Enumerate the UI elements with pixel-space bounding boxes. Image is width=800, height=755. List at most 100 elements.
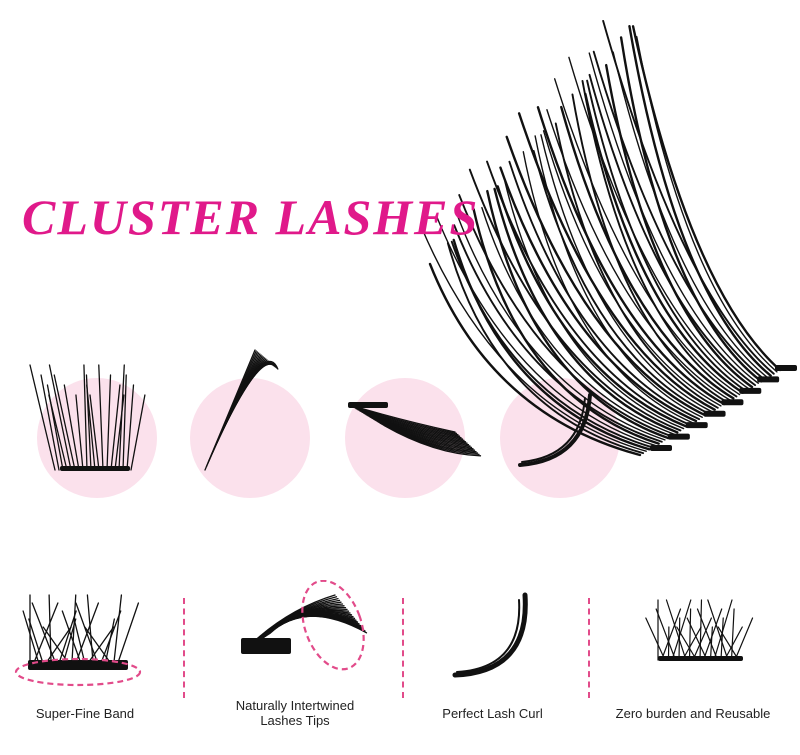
lash-strand xyxy=(71,594,77,663)
lash-strand xyxy=(720,617,724,661)
lash-strand xyxy=(31,602,56,663)
lash-strand xyxy=(665,599,687,661)
feature-intertwined-tips: Naturally Intertwined Lashes Tips xyxy=(205,580,385,740)
lash-strand xyxy=(351,405,458,435)
lash-strand xyxy=(353,406,459,436)
lash-band-knot xyxy=(775,365,797,371)
hero-lash-strand xyxy=(486,160,691,426)
hero-lash-strand xyxy=(546,109,731,401)
hero-lash-strand xyxy=(435,215,657,447)
page-title: CLUSTER LASHES xyxy=(22,189,480,245)
hero-lash-strand xyxy=(457,215,666,441)
lash-strand xyxy=(83,364,88,471)
lash-strand xyxy=(53,374,76,471)
hero-lash-strand xyxy=(631,25,782,372)
lash-band-knot xyxy=(739,387,762,394)
hero-lash-strand xyxy=(508,160,701,421)
lash-strand xyxy=(110,384,121,471)
lash-strand xyxy=(671,599,692,661)
feature-label: Zero burden and Reusable xyxy=(615,706,771,721)
hero-lash-strand xyxy=(481,206,675,435)
lash-strand xyxy=(349,404,456,433)
hero-lash-strand xyxy=(504,181,685,430)
lash-band-knot xyxy=(685,422,708,429)
dashed-highlight-ellipse-icon xyxy=(14,657,142,687)
hero-lash-strand xyxy=(458,194,673,438)
lash-strand xyxy=(681,626,702,661)
lash-strand xyxy=(75,394,84,471)
lash-strand xyxy=(723,626,743,661)
hero-lash-strand xyxy=(536,106,726,406)
hero-lash-strand xyxy=(522,151,694,424)
lash-strand xyxy=(688,608,692,661)
lash-strand xyxy=(73,618,86,663)
lash-band-knot xyxy=(757,376,780,383)
lash-band xyxy=(60,466,130,471)
lash-strand xyxy=(699,599,703,661)
lash-strand xyxy=(118,364,125,471)
lash-strand xyxy=(117,602,140,663)
lash-curl xyxy=(452,592,528,678)
lash-strand xyxy=(29,364,56,471)
lash-strand xyxy=(660,608,682,661)
hero-lash-strand xyxy=(499,166,698,423)
hero-lash-strand xyxy=(560,105,735,400)
lash-strand xyxy=(22,610,40,663)
hero-lash-strand xyxy=(612,51,769,379)
reusable-lash-icon xyxy=(645,599,754,661)
feature-super-fine-band: Super-Fine Band xyxy=(10,580,160,740)
lash-band-knot xyxy=(703,410,726,417)
lash-strand xyxy=(84,626,111,663)
hero-lash-strand xyxy=(420,225,647,452)
hero-lash-strand xyxy=(468,168,682,432)
hero-lash-strand xyxy=(628,24,772,377)
lash-curl xyxy=(456,599,521,673)
hero-lash-strand xyxy=(493,187,679,434)
lash-band xyxy=(28,660,128,670)
lash-band-knot xyxy=(650,445,672,451)
dashed-highlight-ellipse-icon xyxy=(301,580,365,671)
lash-strand xyxy=(86,594,94,663)
lash-strand xyxy=(63,384,80,471)
lash-strand xyxy=(269,615,368,634)
lash-strand xyxy=(707,599,729,661)
lash-strand xyxy=(702,608,723,661)
lash-strand xyxy=(130,394,146,471)
lash-strand xyxy=(48,364,72,471)
lash-strand xyxy=(75,602,100,663)
hero-lash-strand xyxy=(496,185,688,428)
hero-lash-strand xyxy=(619,36,763,383)
hero-lash-strand xyxy=(542,130,722,407)
lash-band-knot xyxy=(721,399,744,406)
lash-curl xyxy=(518,393,592,467)
lash-strand xyxy=(122,374,127,471)
hero-lash-strand xyxy=(428,262,642,457)
lash-strand xyxy=(696,608,719,661)
lash-strand xyxy=(734,617,754,661)
lash-strand xyxy=(717,626,740,661)
lash-strand xyxy=(33,602,59,663)
lash-band-knot xyxy=(667,433,690,440)
lash-strand xyxy=(61,610,82,663)
lash-strand xyxy=(104,618,115,663)
hero-lash-strand xyxy=(446,242,645,455)
lash-strand xyxy=(86,384,96,471)
divider xyxy=(402,598,404,698)
lash-strand xyxy=(42,626,69,663)
lash-curl-icon xyxy=(452,592,528,678)
lash-strand xyxy=(40,374,60,471)
lash-strand xyxy=(98,364,104,471)
hero-lash-strand xyxy=(540,134,713,413)
hero-lash-strand xyxy=(505,135,707,417)
hero-lash-strand xyxy=(581,79,738,398)
lash-strand xyxy=(676,626,698,661)
lash-strand xyxy=(220,360,269,433)
hero-lash-strand xyxy=(588,73,757,387)
lash-curl xyxy=(521,397,586,463)
lash-strand xyxy=(655,608,677,661)
hero-lash-strand xyxy=(588,52,759,384)
feature-label: Perfect Lash Curl xyxy=(442,706,543,721)
